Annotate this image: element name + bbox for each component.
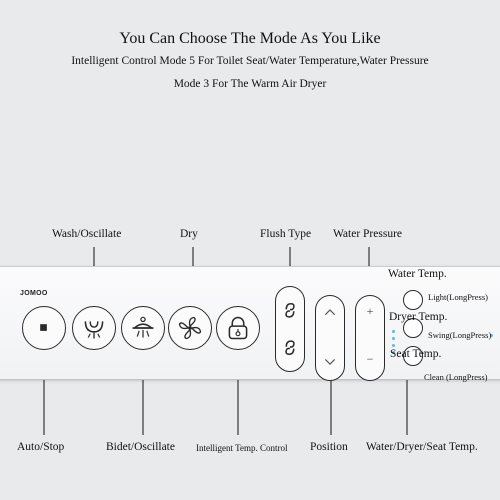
label-dryer-temp: Dryer Temp. [389, 311, 448, 323]
label-seat-temp: Seat Temp. [390, 348, 442, 360]
label-flush-type: Flush Type [260, 228, 312, 240]
indicator-dot [392, 344, 395, 347]
label-position: Position [310, 441, 348, 453]
chevron-up-down-icon [324, 309, 336, 365]
label-intelligent-temp-control: Intelligent Temp. Control [196, 443, 288, 453]
auto-stop-button[interactable] [22, 306, 66, 350]
subtitle-line-2: Mode 3 For The Warm Air Dryer [173, 78, 327, 90]
label-water-temp: Water Temp. [388, 268, 447, 280]
water-temp-button[interactable] [403, 290, 423, 310]
label-clean-longpress: Clean (LongPress) [424, 372, 488, 382]
label-water-dryer-seat-temp: Water/Dryer/Seat Temp. [366, 441, 478, 453]
indicator-dot [392, 330, 395, 333]
bidet-icon [132, 316, 154, 338]
fan-icon [178, 316, 202, 340]
water-pressure-button[interactable]: + − [355, 295, 385, 381]
stop-square-icon [40, 324, 47, 331]
minus-icon: − [366, 352, 374, 366]
indicator-dot [392, 337, 395, 340]
plus-icon: + [366, 304, 374, 318]
dry-button[interactable] [168, 306, 212, 350]
label-bidet-oscillate: Bidet/Oscillate [106, 441, 175, 453]
position-button[interactable] [315, 295, 345, 381]
dryer-temp-button[interactable] [403, 318, 423, 338]
indicator-dot [392, 351, 395, 354]
label-swing-longpress: Swing(LongPress) [428, 330, 492, 340]
bidet-oscillate-button[interactable] [121, 306, 165, 350]
label-dry: Dry [180, 228, 198, 240]
subtitle-line-1: Intelligent Control Mode 5 For Toilet Se… [71, 55, 429, 67]
seat-temp-button[interactable] [403, 346, 423, 366]
wash-spray-icon [84, 321, 104, 339]
flush-swirl-icon [285, 303, 295, 355]
brand-logo: JOMOO [20, 290, 48, 297]
label-wash-oscillate: Wash/Oscillate [52, 228, 122, 240]
page-title: You Can Choose The Mode As You Like [119, 30, 381, 47]
intelligent-temp-control-button[interactable] [216, 306, 260, 350]
wash-oscillate-button[interactable] [72, 306, 116, 350]
label-auto-stop: Auto/Stop [17, 441, 65, 453]
label-light-longpress: Light(LongPress) [428, 292, 488, 302]
flush-type-button[interactable] [275, 286, 305, 372]
label-water-pressure: Water Pressure [333, 228, 403, 240]
lock-thermometer-icon [228, 316, 248, 340]
indicator-dot [490, 334, 493, 337]
